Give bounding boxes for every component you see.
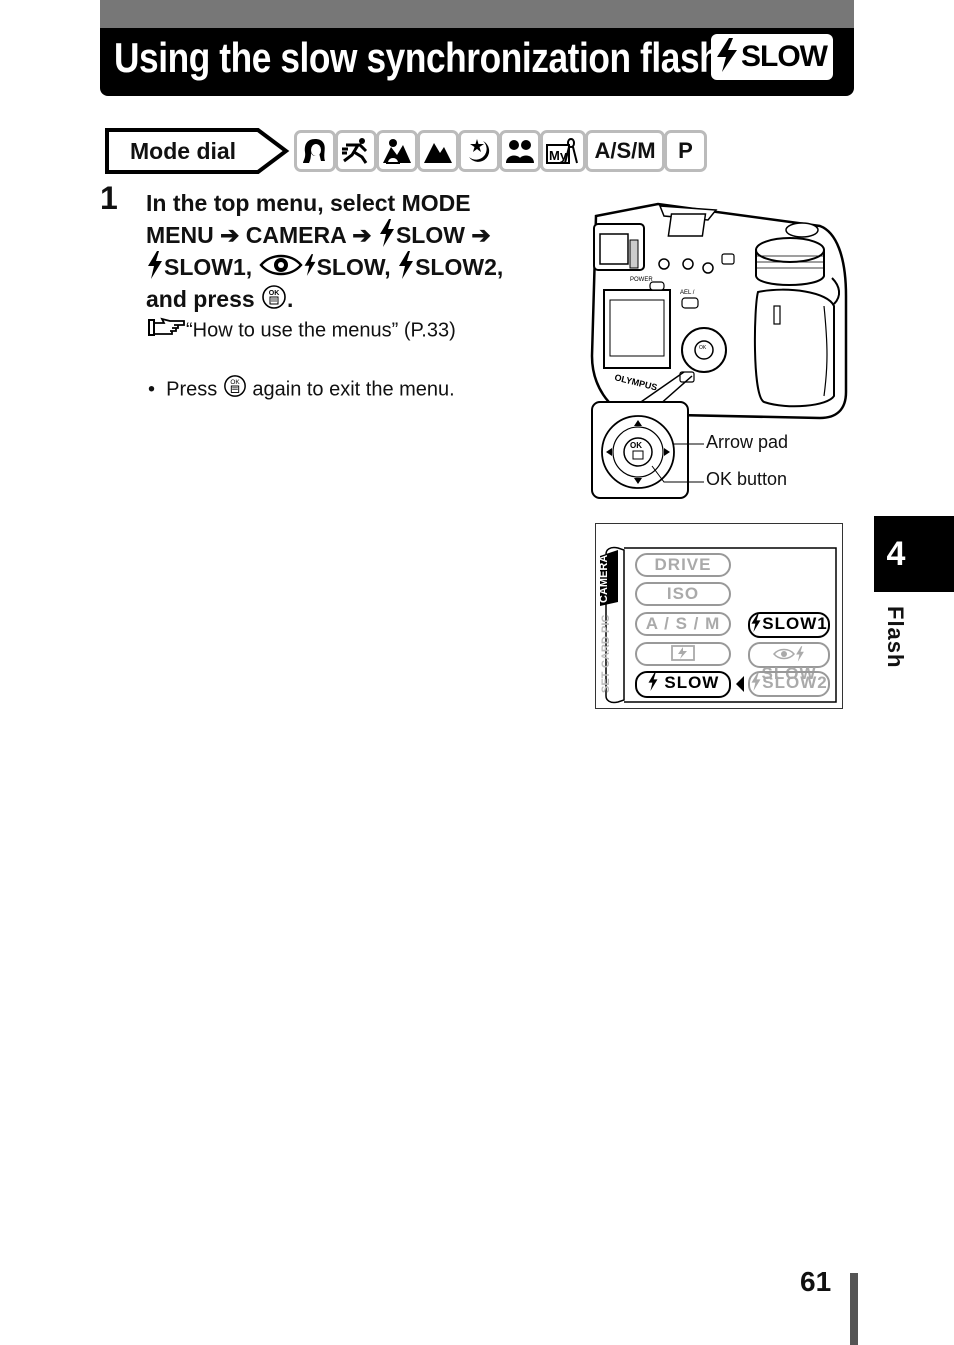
step-line-4: and press OK. — [146, 283, 293, 318]
chapter-label: Flash — [883, 606, 908, 669]
flash-bolt-icon — [796, 646, 804, 662]
step-line-3: SLOW1, SLOW, SLOW2, — [146, 251, 503, 287]
svg-text:My: My — [549, 148, 568, 163]
ok-button-icon: OK — [223, 374, 247, 406]
landscape-mode-icon — [417, 130, 459, 172]
menu-item-slow-selected: SLOW — [635, 671, 731, 698]
portrait-mode-icon — [294, 130, 336, 172]
menu-item-drive: DRIVE — [635, 553, 731, 577]
menu-tab-camera: CAMERA — [598, 554, 610, 604]
reference-note: “How to use the menus” (P.33) — [148, 316, 456, 346]
menu-screen-illustration: CAMERA PIC CARD SET DRIVE ISO A / S / M … — [595, 523, 843, 709]
menu-item-flash-compensation — [635, 642, 731, 666]
bullet-note: • Press OK again to exit the menu. — [148, 374, 455, 406]
flash-compensation-icon — [671, 645, 695, 661]
flash-bolt-icon — [378, 219, 396, 255]
slow-flash-badge: SLOW — [711, 34, 833, 80]
page-title: Using the slow synchronization flash — [114, 34, 721, 81]
chapter-number: 4 — [886, 535, 906, 573]
mode-dial-tag — [105, 128, 290, 174]
flash-bolt-icon — [751, 614, 761, 632]
bullet-glyph: • — [148, 378, 167, 401]
page-number-rule — [850, 1273, 858, 1345]
flash-bolt-icon — [397, 251, 415, 287]
red-eye-icon — [258, 252, 303, 286]
menu-tab-card: CARD — [600, 636, 612, 668]
menu-item-asm: A / S / M — [635, 612, 731, 636]
menu-tab-pic: PIC — [600, 614, 612, 634]
step-number: 1 — [100, 180, 118, 216]
slow-badge-label: SLOW — [741, 40, 828, 73]
svg-text:OK: OK — [269, 290, 280, 297]
menu-option-slow2: SLOW2 — [748, 671, 830, 697]
self-portrait-mode-icon — [499, 130, 541, 172]
menu-option-slow1: SLOW1 — [748, 612, 830, 638]
menu-frame — [600, 546, 837, 704]
landscape-portrait-mode-icon — [376, 130, 418, 172]
page-number: 61 — [800, 1266, 832, 1297]
my-mode-icon: My — [540, 130, 586, 172]
mode-dial-label: Mode dial — [130, 138, 237, 164]
ok-text-zoom: OK — [630, 441, 642, 450]
menu-tab-set: SET — [600, 671, 612, 693]
ok-button-icon: OK — [261, 284, 287, 318]
flash-bolt-icon — [146, 251, 164, 287]
title-banner-top-strip — [100, 0, 854, 28]
flash-bolt-icon — [303, 252, 317, 286]
reference-hand-icon — [148, 316, 186, 346]
menu-option-redeye-slow: SLOW — [748, 642, 830, 683]
step-line-1: In the top menu, select MODE — [146, 190, 471, 216]
ok-button-callout: OK button — [706, 469, 788, 489]
program-mode-icon: P — [664, 130, 707, 172]
arrow-right-icon: ➔ — [352, 222, 372, 249]
arrow-right-icon: ➔ — [220, 222, 240, 249]
ok-text-small: OK — [699, 345, 707, 351]
flash-bolt-icon — [751, 673, 761, 691]
red-eye-icon — [773, 648, 795, 660]
step-line-2: MENU ➔ CAMERA ➔ SLOW ➔ — [146, 219, 491, 255]
ael-label: AEL / — [680, 290, 695, 296]
arrow-pad-callout: Arrow pad — [706, 432, 789, 452]
selection-arrow-icon — [736, 676, 744, 692]
flash-bolt-icon — [715, 34, 739, 80]
asm-mode-icon: A/S/M — [585, 130, 665, 172]
camera-illustration: OLYMPUS POWER AEL / OK OK — [590, 202, 848, 499]
menu-item-iso: ISO — [635, 582, 731, 606]
power-label: POWER — [630, 277, 653, 283]
chapter-tab — [874, 516, 954, 592]
night-scene-mode-icon — [458, 130, 500, 172]
arrow-right-icon: ➔ — [471, 222, 491, 249]
flash-bolt-icon — [648, 673, 658, 691]
sports-mode-icon — [335, 130, 377, 172]
svg-text:OK: OK — [230, 379, 240, 386]
